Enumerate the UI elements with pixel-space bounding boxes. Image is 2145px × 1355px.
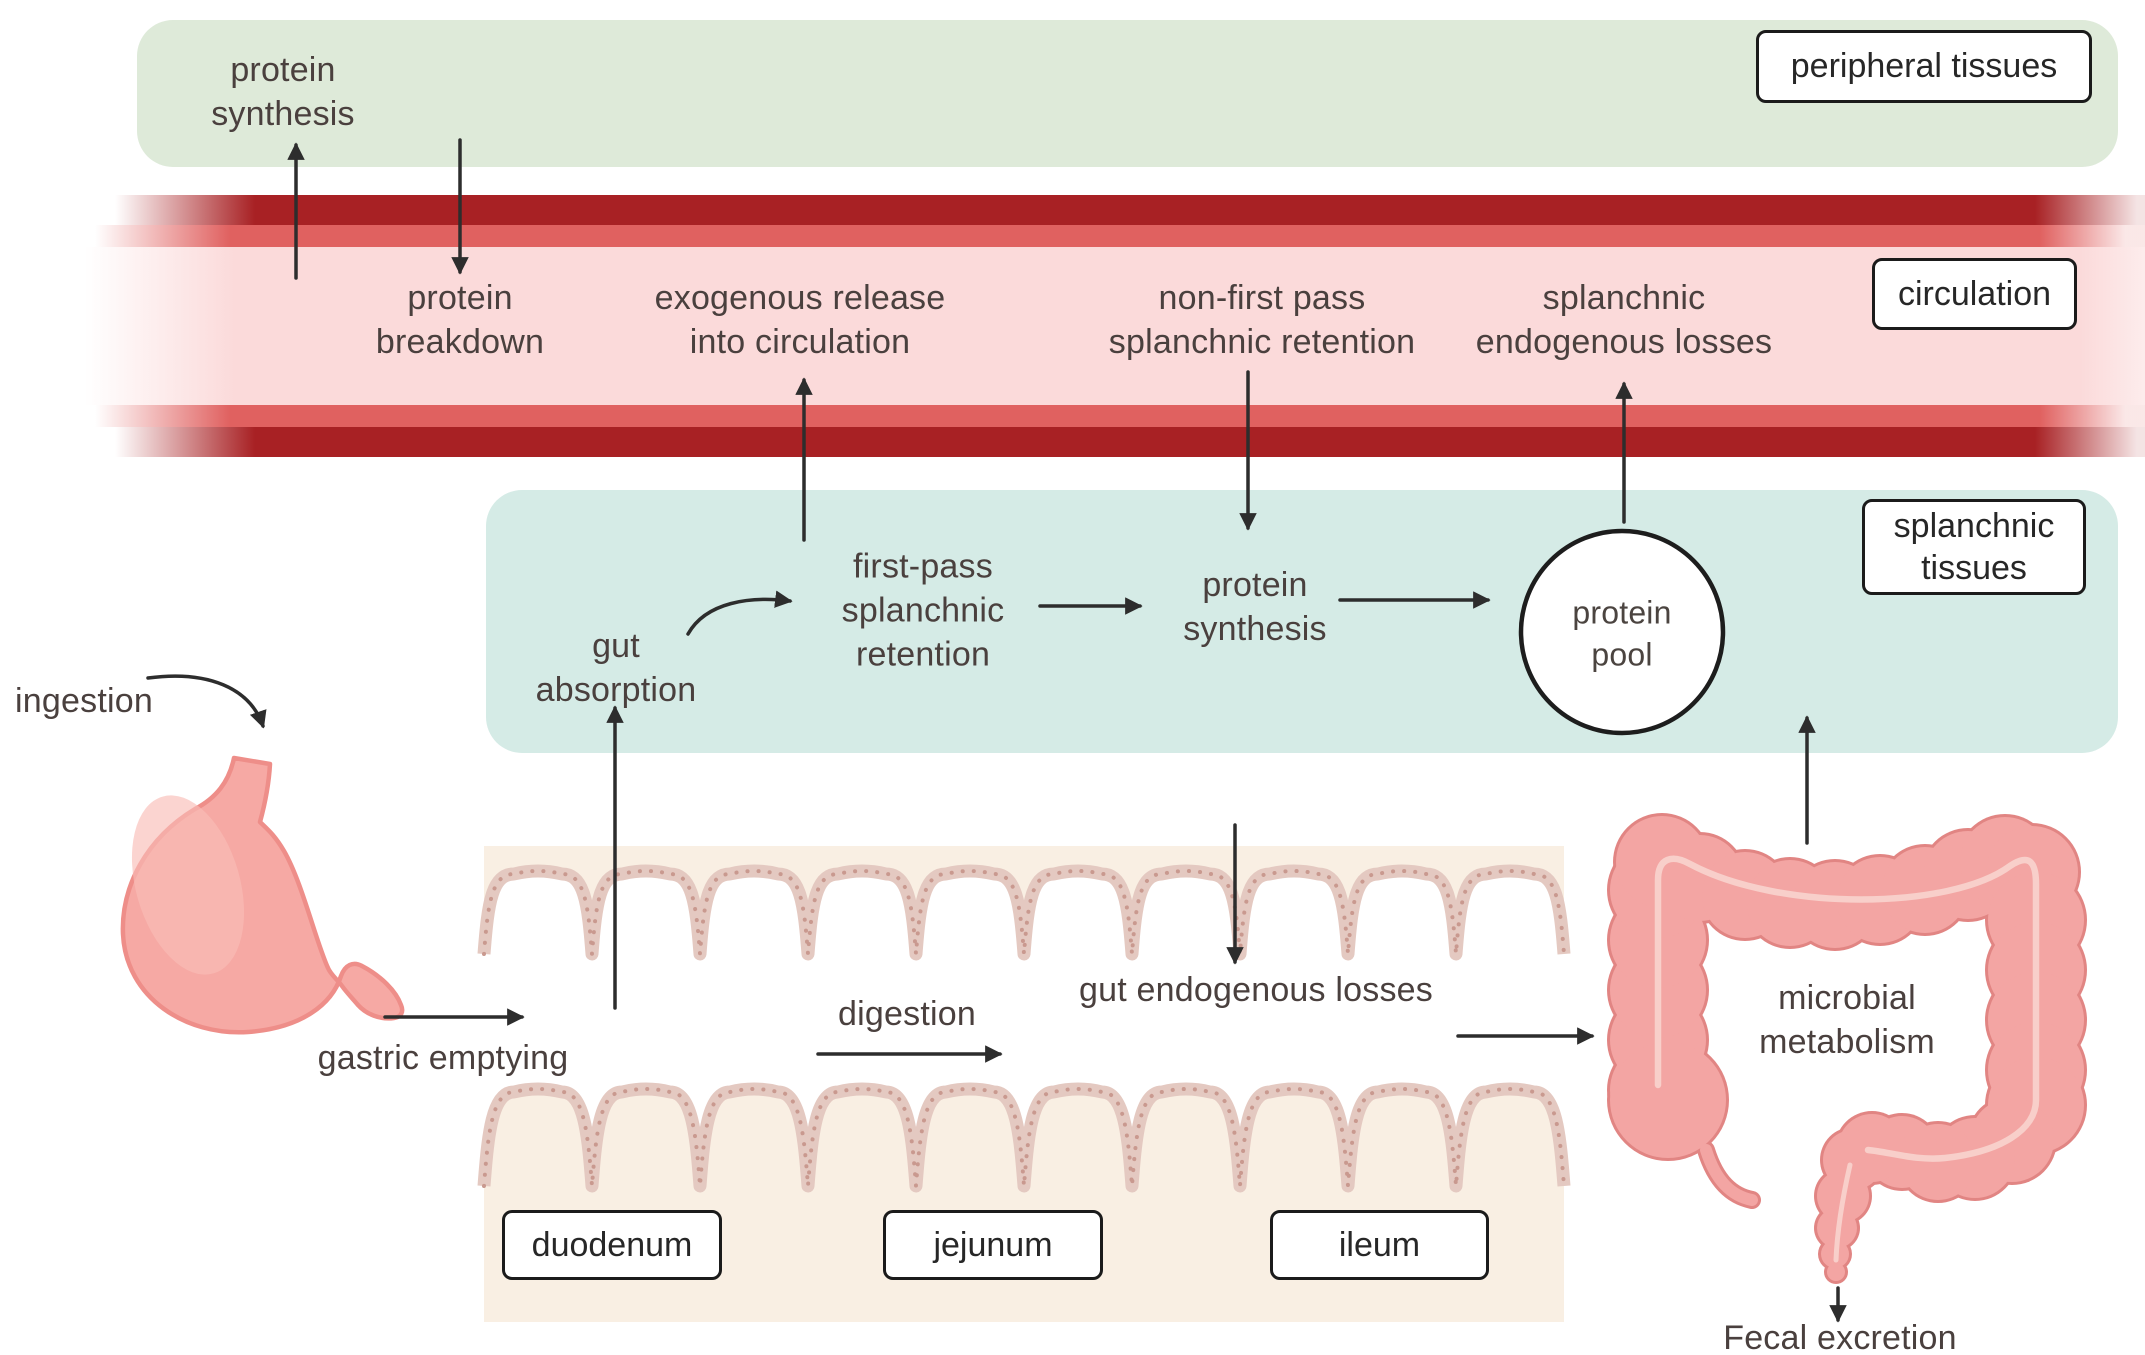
label-gastric-emptying: gastric emptying — [317, 1038, 569, 1077]
large-intestine-icon — [1607, 813, 2087, 1284]
stomach-icon — [120, 755, 405, 1035]
flow-arrows — [146, 138, 1847, 1323]
label-protein-synthesis-peripheral: protein synthesis — [211, 50, 355, 133]
label-digestion: digestion — [838, 994, 976, 1033]
label-first-pass-splanchnic-retention: first-pass splanchnic retention — [841, 547, 1005, 675]
label-non-first-pass: non-first pass splanchnic retention — [1108, 278, 1416, 361]
circulation-lumen — [85, 247, 2145, 405]
label-gut-absorption: gut absorption — [535, 626, 697, 709]
label-protein-synthesis-splanchnic: protein synthesis — [1183, 565, 1327, 648]
jejunum-box: jejunum — [883, 1210, 1103, 1280]
arrow-ingestion-curve — [146, 674, 267, 729]
label-protein-pool: protein pool — [1572, 594, 1672, 672]
label-ingestion: ingestion — [15, 681, 153, 720]
protein-pool-circle — [1518, 528, 1726, 736]
duodenum-box: duodenum — [502, 1210, 722, 1280]
vessel-wall-bottom-inner — [85, 405, 2145, 427]
vessel-wall-bottom-outer — [85, 427, 2145, 457]
peripheral-tissues-box: peripheral tissues — [1756, 30, 2092, 103]
label-microbial-metabolism: microbial metabolism — [1759, 978, 1935, 1061]
vessel-wall-top-inner — [85, 225, 2145, 247]
splanchnic-tissues-box: splanchnic tissues — [1862, 499, 2086, 595]
label-fecal-excretion: Fecal excretion — [1723, 1318, 1957, 1355]
circulation-box: circulation — [1872, 258, 2077, 330]
arrow-absorption-to-firstpass-curve — [686, 590, 793, 636]
splanchnic-tissues-band — [486, 490, 2118, 753]
ileum-box: ileum — [1270, 1210, 1489, 1280]
label-gut-endogenous-losses: gut endogenous losses — [1079, 970, 1433, 1009]
label-protein-breakdown: protein breakdown — [375, 278, 545, 361]
label-splanchnic-endogenous-losses: splanchnic endogenous losses — [1475, 278, 1773, 361]
vessel-wall-top-outer — [85, 195, 2145, 225]
label-exogenous-release: exogenous release into circulation — [654, 278, 946, 361]
